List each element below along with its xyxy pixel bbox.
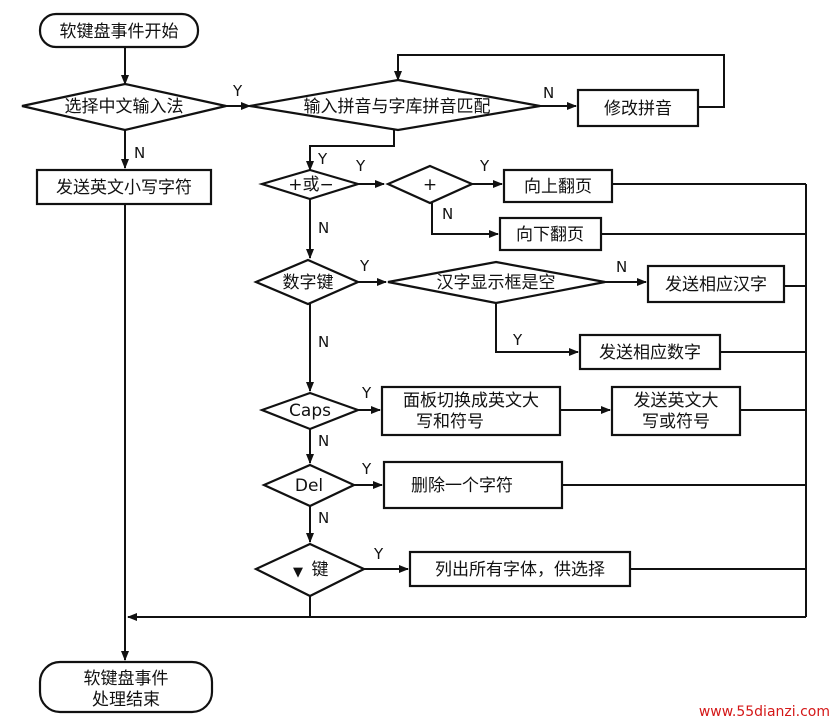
chinese-input-label: 选择中文输入法 bbox=[65, 97, 184, 117]
delete-char-node: 删除一个字符 bbox=[382, 460, 564, 510]
caps-label: Caps bbox=[289, 401, 331, 421]
start-node: 软键盘事件开始 bbox=[38, 12, 200, 49]
plus-or-minus-label: +或− bbox=[288, 175, 334, 195]
label-plus-no: N bbox=[442, 205, 453, 223]
chinese-input-decision: 选择中文输入法 bbox=[21, 82, 227, 132]
send-upper-node: 发送英文大 写或符号 bbox=[610, 385, 742, 437]
hanzi-box-empty-label: 汉字显示框是空 bbox=[437, 273, 556, 293]
label-del-yes: Y bbox=[361, 460, 372, 478]
del-label: Del bbox=[295, 476, 323, 496]
end-line1: 软键盘事件 bbox=[84, 669, 169, 689]
send-upper-line2: 写或符号 bbox=[642, 412, 710, 432]
modify-pinyin-node: 修改拼音 bbox=[576, 88, 700, 128]
label-chinese-input-yes: Y bbox=[232, 82, 243, 100]
hanzi-box-empty-decision: 汉字显示框是空 bbox=[387, 260, 606, 305]
pinyin-match-decision: 输入拼音与字库拼音匹配 bbox=[249, 78, 541, 132]
switch-panel-line2: 写和符号 bbox=[416, 412, 484, 432]
label-caps-no: N bbox=[318, 432, 329, 450]
page-down-label: 向下翻页 bbox=[516, 225, 584, 245]
send-digit-node: 发送相应数字 bbox=[578, 333, 722, 371]
edge-hanzi-yes bbox=[495, 303, 579, 356]
end-node: 软键盘事件 处理结束 bbox=[38, 660, 214, 714]
label-pinyin-yes: Y bbox=[317, 150, 328, 168]
edge-modify-pinyin-loop bbox=[394, 54, 725, 108]
arrow-key-label: 键 bbox=[312, 560, 329, 580]
caps-decision: Caps bbox=[258, 391, 362, 431]
page-down-node: 向下翻页 bbox=[498, 216, 603, 252]
page-up-label: 向上翻页 bbox=[524, 177, 592, 197]
send-lowercase-label: 发送英文小写字符 bbox=[56, 178, 192, 198]
label-hanzi-no: N bbox=[616, 258, 627, 276]
switch-panel-node: 面板切换成英文大 写和符号 bbox=[380, 385, 562, 437]
edge-plus-no bbox=[431, 203, 499, 238]
modify-pinyin-label: 修改拼音 bbox=[604, 99, 672, 119]
arrow-key-symbol-icon: ▼ bbox=[293, 565, 303, 580]
label-digit-no: N bbox=[318, 333, 329, 351]
digit-key-label: 数字键 bbox=[283, 273, 334, 293]
plus-label: + bbox=[423, 175, 437, 195]
label-plusminus-yes: Y bbox=[355, 157, 366, 175]
arrow-key-decision: ▼ 键 bbox=[253, 542, 367, 598]
label-arrowkey-yes: Y bbox=[373, 545, 384, 563]
digit-key-decision: 数字键 bbox=[253, 258, 361, 306]
del-decision: Del bbox=[261, 463, 357, 508]
label-plusminus-no: N bbox=[318, 219, 329, 237]
send-hanzi-label: 发送相应汉字 bbox=[665, 275, 767, 295]
label-hanzi-yes: Y bbox=[512, 331, 523, 349]
switch-panel-line1: 面板切换成英文大 bbox=[403, 391, 539, 411]
label-pinyin-no: N bbox=[543, 84, 554, 102]
label-caps-yes: Y bbox=[361, 384, 372, 402]
end-line2: 处理结束 bbox=[92, 690, 160, 710]
send-hanzi-node: 发送相应汉字 bbox=[646, 264, 786, 304]
edge-labels: Y N N Y Y Y N N Y N Y N Y N Y N Y bbox=[134, 82, 627, 563]
list-fonts-node: 列出所有字体，供选择 bbox=[408, 550, 632, 588]
send-digit-label: 发送相应数字 bbox=[599, 343, 701, 363]
start-label: 软键盘事件开始 bbox=[60, 22, 179, 42]
label-del-no: N bbox=[318, 509, 329, 527]
watermark: www.55dianzi.com bbox=[699, 704, 830, 720]
label-plus-yes: Y bbox=[479, 157, 490, 175]
page-up-node: 向上翻页 bbox=[502, 168, 614, 204]
connectors bbox=[121, 47, 807, 661]
pinyin-match-label: 输入拼音与字库拼音匹配 bbox=[304, 97, 491, 117]
send-lowercase-node: 发送英文小写字符 bbox=[35, 168, 213, 206]
delete-char-label: 删除一个字符 bbox=[411, 476, 513, 496]
label-digit-yes: Y bbox=[359, 257, 370, 275]
plus-decision: + bbox=[385, 164, 475, 205]
list-fonts-label: 列出所有字体，供选择 bbox=[435, 560, 605, 580]
plus-or-minus-decision: +或− bbox=[258, 168, 362, 201]
send-upper-line1: 发送英文大 bbox=[634, 391, 719, 411]
label-chinese-input-no: N bbox=[134, 144, 145, 162]
edge-pinyin-yes bbox=[306, 130, 395, 171]
